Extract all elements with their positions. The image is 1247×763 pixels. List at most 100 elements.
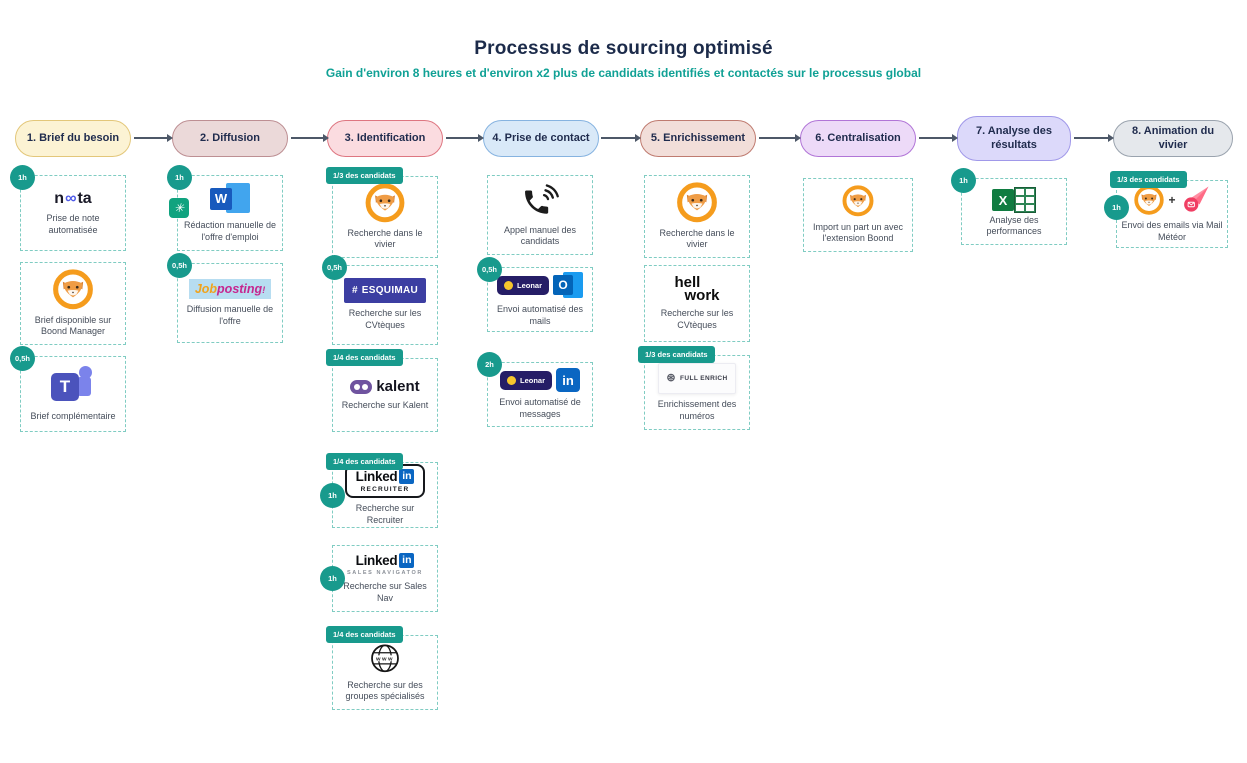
- outlook-letter: O: [553, 275, 573, 296]
- card-noota-prise-de-note: 1h n∞ta Prise de note automatisée: [10, 165, 126, 251]
- card-boond-import: Import un part un avec l'extension Boond: [803, 178, 913, 252]
- esquimau-logo: #ESQUIMAU: [343, 278, 427, 304]
- linkedin-wordmark: Linked in: [355, 468, 415, 484]
- card-linkedin-recruiter: 1/4 des candidats 1h Linked in RECRUITER…: [320, 453, 438, 528]
- card-label: Recherche dans le vivier: [659, 227, 735, 250]
- stage-label: 6. Centralisation: [815, 131, 901, 144]
- stage-label: 5. Enrichissement: [650, 131, 746, 144]
- card-label: Brief complémentaire: [30, 410, 116, 421]
- stage-analyse-des-resultats: 7. Analyse des résultats: [957, 116, 1071, 161]
- fraction-badge: 1/3 des candidats: [638, 346, 715, 363]
- hellowork-text: work: [684, 287, 720, 305]
- stage-diffusion: 2. Diffusion: [172, 120, 288, 157]
- card-label: Envoi automatisé des mails: [496, 304, 584, 326]
- card-label: Prise de note automatisée: [46, 212, 100, 235]
- stage-identification: 3. Identification: [327, 120, 443, 157]
- card-redaction-offre: 1h ✳ W Rédaction manuelle de l'offre d'e…: [167, 165, 283, 251]
- card-label: Recherche sur les CVtèques: [660, 307, 734, 330]
- card-label: Recherche sur les CVtèques: [348, 308, 422, 330]
- kalent-text: kalent: [376, 378, 420, 396]
- card-envoi-mails: 0,5h Leonar O Envoi automatisé des mails: [477, 257, 593, 332]
- fraction-badge: 1/3 des candidats: [1110, 171, 1187, 188]
- card-label: Envoi automatisé de messages: [499, 397, 581, 419]
- teams-circle: [79, 365, 92, 379]
- jobposting-text: posting: [217, 281, 263, 296]
- stage-centralisation: 6. Centralisation: [800, 120, 916, 157]
- card-esquimau: 0,5h #ESQUIMAU Recherche sur les CVtèque…: [322, 255, 438, 345]
- flow-arrow-icon: [446, 134, 484, 141]
- flow-arrow-icon: [919, 134, 958, 141]
- boond-fox-logo: [842, 185, 874, 217]
- www-globe-icon: WWW: [371, 644, 399, 673]
- card-fullenrich: 1/3 des candidats ⊛ FULL ENRICH Enrichis…: [638, 346, 750, 430]
- word-letter: W: [210, 187, 232, 210]
- stage-label: 3. Identification: [344, 131, 426, 144]
- card-label: Diffusion manuelle de l'offre: [186, 303, 274, 326]
- time-badge: 1h: [320, 566, 345, 591]
- linkedin-text: Linked: [355, 552, 398, 568]
- esquimau-text: ESQUIMAU: [361, 285, 419, 297]
- mail-meteor-comet-logo: [1183, 186, 1208, 212]
- logo-row: Leonar in: [499, 368, 580, 393]
- flow-arrow-icon: [291, 134, 329, 141]
- card-label: Recherche sur des groupes spécialisés: [345, 679, 425, 702]
- time-badge: 0,5h: [167, 253, 192, 278]
- card-label: Brief disponible sur Boond Manager: [34, 314, 112, 337]
- excel-letter: X: [992, 189, 1014, 211]
- plus-sign: +: [1168, 192, 1176, 207]
- linkedin-sales-navigator-logo: Linked in SALES NAVIGATOR: [347, 552, 423, 576]
- leonar-text: Leonar: [516, 280, 542, 290]
- linkedin-wordmark: Linked in: [355, 552, 415, 568]
- time-badge: 0,5h: [322, 255, 347, 280]
- microsoft-teams-logo: T: [49, 365, 97, 406]
- logo-row: +: [1134, 185, 1209, 215]
- stage-label: 4. Prise de contact: [492, 131, 590, 144]
- boond-fox-logo: [1134, 185, 1165, 215]
- stage-label: 7. Analyse des résultats: [975, 124, 1053, 151]
- card-label: Recherche sur Recruiter: [355, 502, 415, 525]
- full-enrich-globe-icon: ⊛: [666, 371, 676, 384]
- card-boond-brief: Brief disponible sur Boond Manager: [20, 262, 126, 345]
- card-label: Import un part un avec l'extension Boond: [812, 221, 904, 244]
- full-enrich-text: FULL ENRICH: [680, 374, 728, 382]
- leonar-dot-icon: [506, 375, 516, 385]
- time-badge: 0,5h: [10, 346, 35, 371]
- card-mail-meteor: 1/3 des candidats 1h + Envoi des emails …: [1104, 171, 1228, 248]
- linkedin-logo: in: [556, 368, 580, 393]
- noota-text: n: [54, 189, 65, 207]
- jobposting-text: Job: [194, 281, 218, 296]
- hellowork-logo: hell work: [674, 275, 720, 305]
- card-appel-manuel: Appel manuel des candidats: [487, 175, 593, 255]
- logo-row: Leonar O: [496, 271, 583, 299]
- flow-arrow-icon: [759, 134, 801, 141]
- linkedin-in-icon: in: [399, 552, 415, 568]
- time-badge: 2h: [477, 352, 502, 377]
- fraction-badge: 1/4 des candidats: [326, 349, 403, 366]
- card-linkedin-sales-navigator: 1h Linked in SALES NAVIGATOR Recherche s…: [320, 545, 438, 612]
- card-label: Analyse des performances: [986, 214, 1042, 237]
- time-badge: 1h: [320, 483, 345, 508]
- flow-arrow-icon: [1074, 134, 1114, 141]
- noota-infinity-icon: ∞: [65, 189, 77, 207]
- card-teams-brief: 0,5h T Brief complémentaire: [10, 346, 126, 432]
- boond-fox-logo: [677, 182, 717, 223]
- card-label: Enrichissement des numéros: [657, 398, 737, 421]
- leonar-logo: Leonar: [496, 275, 549, 295]
- boond-fox-logo: [53, 269, 93, 310]
- stage-prise-de-contact: 4. Prise de contact: [483, 120, 599, 157]
- fraction-badge: 1/4 des candidats: [326, 626, 403, 643]
- card-label: Recherche dans le vivier: [347, 227, 423, 250]
- www-text: WWW: [376, 656, 394, 662]
- noota-logo: n∞ta: [54, 190, 91, 208]
- noota-text: ta: [77, 189, 92, 207]
- time-badge: 1h: [1104, 195, 1129, 220]
- linkedin-text: Linked: [355, 468, 398, 484]
- stage-enrichissement: 5. Enrichissement: [640, 120, 756, 157]
- card-label: Recherche sur Sales Nav: [343, 580, 427, 603]
- kalent-logo: kalent: [350, 378, 420, 396]
- linkedin-in-icon: in: [399, 468, 415, 484]
- time-badge: 1h: [10, 165, 35, 190]
